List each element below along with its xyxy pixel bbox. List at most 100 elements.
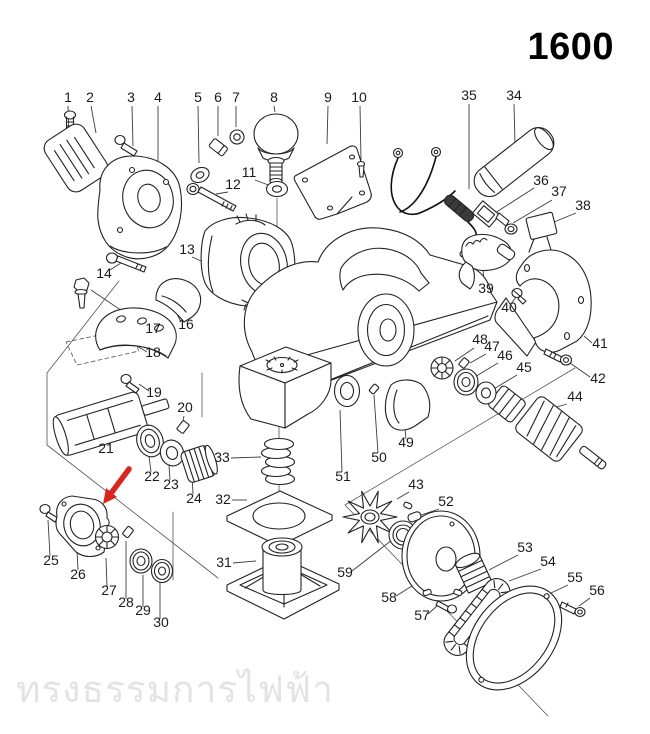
part-label-20: 20	[177, 399, 193, 415]
part-art-grooved-cylinder-24	[180, 444, 218, 483]
part-label-49: 49	[398, 434, 414, 450]
part-art-bearing-23	[159, 439, 185, 467]
part-label-7: 7	[232, 89, 240, 105]
part-label-34: 34	[506, 87, 522, 103]
part-label-14: 14	[96, 265, 112, 281]
part-label-35: 35	[461, 87, 477, 103]
part-label-27: 27	[101, 582, 117, 598]
part-art-pulley-disc-58	[401, 501, 481, 602]
part-art-switch-38	[525, 211, 558, 253]
part-label-13: 13	[179, 241, 195, 257]
leader-line-59	[351, 539, 393, 572]
leader-line-34	[513, 103, 516, 145]
part-art-grip-34	[473, 126, 555, 198]
part-art-bolt-42	[543, 348, 573, 366]
part-art-screw-40	[511, 287, 527, 305]
part-art-cover-16	[155, 278, 202, 323]
part-art-pin-20	[176, 420, 190, 434]
part-art-belt-54	[443, 578, 511, 656]
part-art-knob-8	[253, 113, 299, 185]
part-art-cord-35	[390, 146, 477, 237]
part-label-2: 2	[86, 89, 94, 105]
leader-line-19	[138, 383, 150, 392]
leader-line-46	[472, 362, 499, 379]
part-label-26: 26	[70, 566, 86, 582]
part-label-11: 11	[242, 164, 257, 180]
part-art-bearing-46	[453, 368, 479, 396]
part-art-washer-5	[190, 166, 210, 184]
leader-line-2	[90, 105, 97, 134]
part-art-pin-28	[122, 525, 134, 539]
part-label-6: 6	[214, 89, 222, 105]
part-label-18: 18	[145, 344, 161, 360]
part-art-star-washer-27	[94, 524, 120, 550]
leader-line-27	[105, 557, 108, 588]
part-label-10: 10	[351, 89, 367, 105]
part-art-screw-10	[356, 160, 366, 178]
part-label-23: 23	[163, 476, 179, 492]
part-label-46: 46	[497, 347, 513, 363]
part-art-brush-cap-37	[495, 212, 518, 235]
part-label-1: 1	[64, 89, 72, 105]
leader-line-9	[326, 105, 329, 145]
part-art-bearing-plate-26	[55, 495, 110, 558]
part-label-58: 58	[381, 589, 397, 605]
part-art-cutter-drum-21	[52, 391, 170, 456]
part-label-37: 37	[551, 183, 567, 199]
leader-line-41	[583, 335, 593, 344]
leader-line-14	[109, 262, 122, 271]
part-label-53: 53	[517, 539, 533, 555]
part-label-3: 3	[127, 89, 135, 105]
model-number-title: 1600	[527, 26, 614, 68]
leader-line-56	[578, 597, 591, 607]
part-label-50: 50	[371, 449, 387, 465]
leader-line-42	[569, 362, 591, 378]
part-label-32: 32	[215, 491, 231, 507]
red-arrow-head	[103, 488, 117, 504]
part-art-pulley-53	[455, 552, 493, 594]
part-label-52: 52	[438, 493, 454, 509]
leader-line-12	[215, 191, 229, 195]
part-art-washer-11	[265, 180, 289, 198]
part-label-45: 45	[516, 359, 532, 375]
part-art-bolt-17	[73, 277, 90, 309]
part-art-screw-1	[63, 110, 77, 132]
part-art-main-housing	[238, 227, 498, 429]
part-art-bearing-29	[129, 548, 153, 574]
leader-line-58	[395, 585, 413, 597]
part-label-38: 38	[575, 197, 591, 213]
leader-line-54	[508, 568, 542, 582]
part-label-24: 24	[186, 490, 202, 506]
part-art-plate-32	[226, 490, 333, 547]
part-label-59: 59	[337, 564, 353, 580]
part-label-19: 19	[146, 384, 162, 400]
part-label-29: 29	[135, 602, 151, 618]
leader-line-49	[404, 428, 407, 440]
part-art-star-washer-48	[430, 356, 454, 380]
part-label-8: 8	[270, 89, 278, 105]
part-label-31: 31	[216, 554, 232, 570]
part-label-33: 33	[214, 449, 230, 465]
leader-line-57	[427, 605, 438, 615]
part-label-47: 47	[484, 338, 500, 354]
leader-line-10	[359, 105, 362, 161]
part-label-42: 42	[590, 370, 606, 386]
part-label-9: 9	[324, 89, 332, 105]
leader-line-48	[454, 347, 475, 362]
leader-line-40	[510, 296, 517, 305]
leader-line-38	[553, 212, 577, 223]
part-label-5: 5	[194, 89, 202, 105]
leader-line-45	[491, 374, 518, 391]
leader-line-47	[469, 353, 487, 364]
part-label-16: 16	[178, 316, 194, 332]
leader-line-23	[168, 464, 171, 481]
part-label-25: 25	[43, 552, 59, 568]
leader-line-31	[232, 560, 257, 564]
part-art-pin-47	[458, 357, 470, 369]
part-art-screw-3	[114, 134, 138, 157]
leader-line-51	[339, 409, 343, 473]
red-arrow-shaft	[109, 466, 132, 495]
leader-line-44	[556, 403, 568, 408]
part-label-55: 55	[567, 569, 583, 585]
part-art-key-52	[407, 511, 422, 523]
